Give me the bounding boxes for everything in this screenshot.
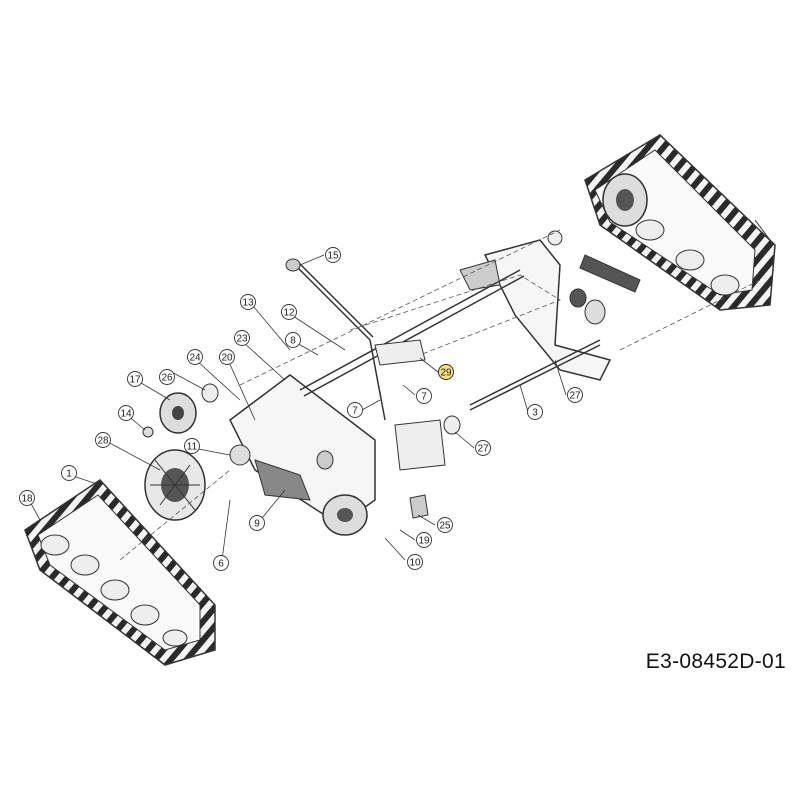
- callout-circle: [19, 490, 35, 506]
- callout-number: 26: [161, 373, 173, 384]
- callout-circle: [416, 532, 432, 548]
- callout-circle: [527, 404, 543, 420]
- leader-lines: [27, 254, 567, 561]
- bushing-27: [443, 415, 461, 435]
- callout-28: 28: [95, 432, 111, 448]
- callout-1: 1: [61, 465, 77, 481]
- callout-24: 24: [187, 349, 203, 365]
- right-track-assembly: [584, 134, 776, 311]
- callout-12: 12: [281, 304, 297, 320]
- callout-circle: [213, 555, 229, 571]
- callout-circle: [285, 332, 301, 348]
- pulley-17: [159, 392, 197, 434]
- callout-15: 15: [325, 247, 341, 263]
- callout-circle: [187, 349, 203, 365]
- callout-circle: [118, 405, 134, 421]
- callout-number: 14: [120, 409, 132, 420]
- callout-number: 18: [21, 494, 33, 505]
- callout-number: 6: [218, 559, 224, 570]
- callout-circle: [416, 388, 432, 404]
- callout-circle: [281, 304, 297, 320]
- nut-14: [142, 426, 154, 438]
- callout-number: 24: [189, 353, 201, 364]
- callout-number: 17: [129, 375, 141, 386]
- callout-9: 9: [249, 515, 265, 531]
- callout-number: 12: [283, 308, 295, 319]
- rear-frame: [459, 230, 641, 381]
- guide-lines: [119, 229, 761, 561]
- callout-circle: [407, 554, 423, 570]
- belt-guard-16: [254, 459, 311, 501]
- callout-circle: [184, 438, 200, 454]
- callout-number: 27: [569, 391, 581, 402]
- callout-number: 8: [290, 336, 296, 347]
- left-track-assembly: [24, 479, 216, 666]
- callout-circle: [347, 402, 363, 418]
- callout-11: 11: [184, 438, 200, 454]
- callout-26: 26: [159, 369, 175, 385]
- callout-circle: [159, 369, 175, 385]
- callout-number: 25: [439, 521, 451, 532]
- callout-6: 6: [213, 555, 229, 571]
- callout-number: 27: [477, 444, 489, 455]
- callout-number: 1: [66, 469, 72, 480]
- callout-10: 10: [407, 554, 423, 570]
- callout-25: 25: [437, 517, 453, 533]
- callout-17: 17: [127, 371, 143, 387]
- callout-27: 27: [475, 440, 491, 456]
- callout-3: 3: [527, 404, 543, 420]
- callout-number: 9: [254, 519, 260, 530]
- callout-number: 15: [327, 251, 339, 262]
- callout-23: 23: [234, 330, 250, 346]
- callout-circle: [234, 330, 250, 346]
- drawing-id: E3-08452D-01: [645, 650, 786, 673]
- bushing-26: [201, 383, 219, 403]
- callout-circle: [325, 247, 341, 263]
- callout-27: 27: [567, 387, 583, 403]
- callout-number: 23: [236, 334, 248, 345]
- callout-circle: [61, 465, 77, 481]
- callout-labels: 1513128232024261714112811869162977327272…: [19, 247, 583, 571]
- callout-number: 7: [352, 406, 358, 417]
- callout-number: 11: [187, 442, 198, 453]
- callout-20: 20: [219, 349, 235, 365]
- callout-number: 13: [242, 298, 254, 309]
- bracket-29: [374, 339, 426, 366]
- callout-7: 7: [347, 402, 363, 418]
- callout-number: 7: [421, 392, 427, 403]
- callout-circle: [95, 432, 111, 448]
- callout-number: 28: [97, 436, 109, 447]
- shafts: [294, 261, 601, 421]
- callout-8: 8: [285, 332, 301, 348]
- callout-circle: [475, 440, 491, 456]
- block-25: [409, 494, 429, 519]
- callout-circle: [240, 294, 256, 310]
- callout-number: 10: [409, 558, 421, 569]
- callout-7: 7: [416, 388, 432, 404]
- callout-circle: [438, 364, 454, 380]
- callout-13: 13: [240, 294, 256, 310]
- callout-circle: [249, 515, 265, 531]
- callout-19: 19: [416, 532, 432, 548]
- callout-29: 29: [438, 364, 454, 380]
- callout-number: 19: [418, 536, 430, 547]
- callout-circle: [567, 387, 583, 403]
- callout-number: 3: [532, 408, 538, 419]
- drive-wheel: [144, 449, 206, 521]
- callout-18: 18: [19, 490, 35, 506]
- main-frame: [229, 374, 376, 536]
- callout-circle: [219, 349, 235, 365]
- callout-14: 14: [118, 405, 134, 421]
- callout-number: 29: [440, 368, 452, 379]
- shaft-end-15: [285, 258, 301, 272]
- callout-number: 20: [221, 353, 233, 364]
- callout-circle: [127, 371, 143, 387]
- bracket-lower: [394, 419, 446, 471]
- callout-circle: [437, 517, 453, 533]
